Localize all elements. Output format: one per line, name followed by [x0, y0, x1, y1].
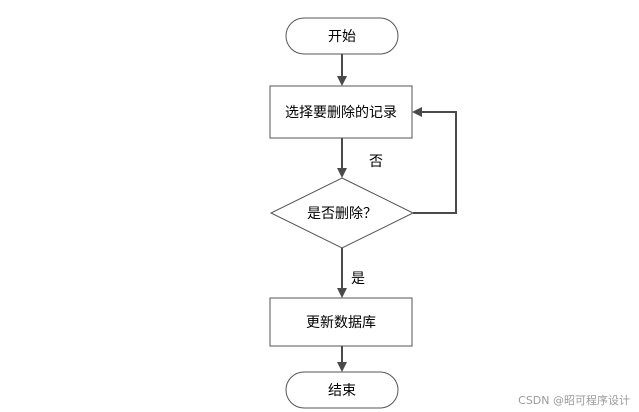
select-record-label: 选择要删除的记录 [285, 105, 397, 121]
select-record-node: 选择要删除的记录 [269, 85, 413, 139]
no-edge-label: 否 [369, 154, 383, 170]
end-node: 结束 [285, 371, 399, 409]
decision-label: 是否删除？ [307, 206, 377, 222]
edge-decision-no-loop [412, 107, 457, 214]
csdn-watermark: CSDN @昭可程序设计 [518, 393, 630, 407]
select-record-box [269, 85, 413, 139]
start-label: 开始 [328, 29, 356, 45]
end-terminator-shape [285, 371, 399, 409]
end-label: 结束 [328, 383, 356, 399]
decision-node: 是否删除？ [269, 177, 415, 249]
yes-edge-label: 是 [351, 271, 365, 287]
update-database-node: 更新数据库 [269, 297, 413, 347]
update-database-label: 更新数据库 [306, 315, 376, 331]
update-database-box [269, 297, 413, 347]
start-node: 开始 [285, 17, 399, 55]
